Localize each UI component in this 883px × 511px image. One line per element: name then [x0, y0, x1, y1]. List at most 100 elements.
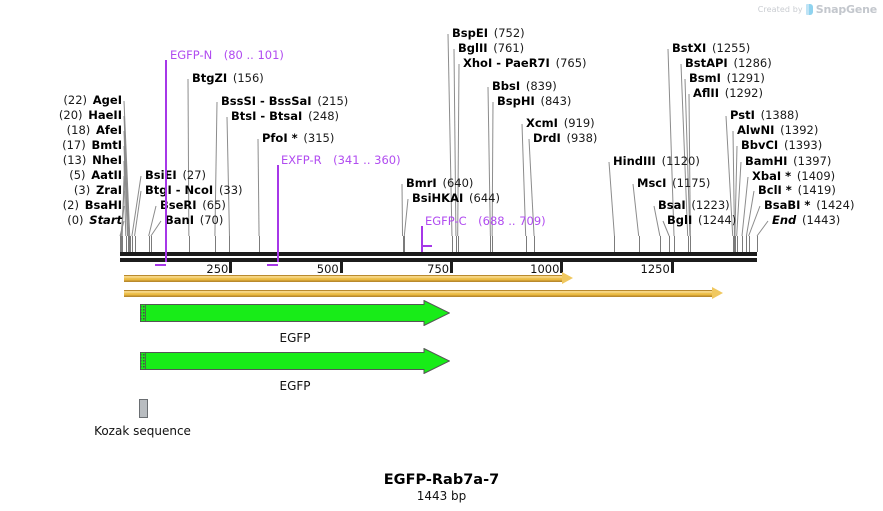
cds-feature-egfp-2[interactable]: [140, 347, 451, 375]
site-label-bspei: BspEI (752): [452, 27, 525, 39]
site-tick-btgincoi: [135, 236, 136, 252]
site-label-bmri: BmrI (640): [406, 177, 473, 189]
site-label-bani: BanI (70): [165, 214, 223, 226]
site-position: (5): [69, 168, 86, 182]
site-name: AatII: [91, 168, 122, 182]
site-tick-btsi: [229, 236, 230, 252]
site-label-bsphi: BspHI (843): [497, 95, 571, 107]
misc-feature-label-kozak: Kozak sequence: [94, 424, 191, 438]
page-title: EGFP-Rab7a-7: [383, 472, 500, 488]
site-position: (1292): [724, 86, 763, 100]
site-name: BsaI: [658, 198, 686, 212]
site-label-bstapi: BstAPI (1286): [685, 57, 772, 69]
site-position: (640): [442, 176, 474, 190]
orf-arrow-orf-1: [124, 272, 573, 284]
credit-prefix: Created by: [757, 5, 803, 14]
site-position: (22): [63, 93, 88, 107]
site-position: (1409): [796, 169, 836, 183]
primer-foot-exfp-r: [267, 264, 278, 266]
site-label-bsmi: BsmI (1291): [689, 72, 765, 84]
site-name: BssSI - BssSaI: [221, 94, 312, 108]
site-position: (33): [218, 183, 243, 197]
site-name: XbaI *: [752, 169, 792, 183]
site-name: BtgZI: [192, 71, 228, 85]
site-position: (1393): [783, 138, 823, 152]
site-name: BsiHKAI: [412, 191, 464, 205]
site-tick-aflii: [690, 236, 691, 252]
site-label-bamhi: BamHI (1397): [745, 155, 831, 167]
site-position: (1244): [697, 213, 737, 227]
site-name: BtgI - NcoI: [145, 183, 214, 197]
site-name: BbvCI: [741, 138, 779, 152]
site-tick-bspei: [452, 236, 453, 252]
site-label-msci: MscI (1175): [637, 177, 710, 189]
primer-name: EXFP-R: [281, 153, 322, 167]
site-position: (938): [566, 131, 598, 145]
site-position: (18): [66, 123, 91, 137]
site-position: (20): [58, 108, 83, 122]
site-tick-bsabi: [749, 236, 750, 252]
site-label-bbvci: BbvCI (1393): [741, 139, 822, 151]
site-name: BspEI: [452, 26, 488, 40]
site-label-btgzi: BtgZI (156): [192, 72, 264, 84]
site-label-drdi: DrdI (938): [533, 132, 597, 144]
site-position: (1223): [691, 198, 730, 212]
site-position: (1291): [726, 71, 765, 85]
credit-brand: SnapGene: [815, 3, 877, 16]
site-position: (1120): [661, 154, 700, 168]
site-tick-bgli: [669, 236, 670, 252]
ruler-tick-mark-750: [450, 262, 454, 273]
site-label-bsssi: BssSI - BssSaI (215): [221, 95, 348, 107]
ruler-tick-label-250: 250: [206, 262, 229, 276]
snapgene-credit: Created by SnapGene: [758, 3, 877, 16]
site-name: BsaBI *: [764, 198, 811, 212]
site-name: BanI: [165, 213, 194, 227]
site-tick-nhei: [126, 236, 127, 252]
site-tick-alwni: [734, 236, 735, 252]
site-tick-bstxi: [674, 236, 675, 252]
site-position: (1424): [816, 198, 855, 212]
site-tick-agei: [130, 236, 131, 252]
site-position: (761): [493, 41, 525, 55]
site-name: HaeII: [88, 108, 122, 122]
site-position: (644): [469, 191, 500, 205]
site-name: BmrI: [406, 176, 437, 190]
misc-feature-kozak[interactable]: [139, 399, 148, 418]
site-name: AgeI: [92, 93, 122, 107]
site-position: (315): [303, 131, 335, 145]
site-label-bbsi: BbsI (839): [492, 80, 557, 92]
site-tick-bstapi: [688, 236, 689, 252]
site-label-aflii: AflII (1292): [693, 87, 763, 99]
site-label-xbai: XbaI * (1409): [752, 170, 835, 182]
site-label-bglii: BglII (761): [458, 42, 524, 54]
site-name: End: [772, 213, 797, 227]
site-position: (156): [232, 71, 264, 85]
site-tick-drdi: [534, 236, 535, 252]
site-tick-bsahi: [121, 236, 122, 252]
site-tick-btgzi: [189, 236, 190, 252]
site-position: (0): [67, 213, 84, 227]
primer-foot-egfp-c: [421, 245, 432, 247]
site-position: (839): [525, 79, 557, 93]
site-label-alwni: AlwNI (1392): [737, 124, 818, 136]
ruler-tick-label-750: 750: [427, 262, 450, 276]
site-label-bgli: BglI (1244): [667, 214, 736, 226]
site-position: (65): [202, 198, 226, 212]
site-position: (919): [563, 116, 595, 130]
site-label-start: (0) Start: [0, 214, 122, 226]
site-label-nhei: (13) NheI: [0, 154, 122, 166]
ruler-tick-mark-1000: [560, 262, 564, 273]
cds-label-egfp-1: EGFP: [279, 331, 311, 345]
site-name: BtsI - BtsaI: [231, 109, 303, 123]
site-label-aatii: (5) AatII: [0, 169, 122, 181]
site-label-btsi: BtsI - BtsaI (248): [231, 110, 339, 122]
primer-label-exfp-r: EXFP-R (341 .. 360): [281, 154, 401, 166]
site-label-zrai: (3) ZraI: [0, 184, 122, 196]
site-label-psti: PstI (1388): [730, 109, 799, 121]
site-label-end: End (1443): [772, 214, 840, 226]
ruler-tick-mark-1250: [670, 262, 674, 273]
site-position: (1286): [733, 56, 772, 70]
site-name: ZraI: [95, 183, 122, 197]
cds-feature-egfp-1[interactable]: [140, 299, 451, 327]
